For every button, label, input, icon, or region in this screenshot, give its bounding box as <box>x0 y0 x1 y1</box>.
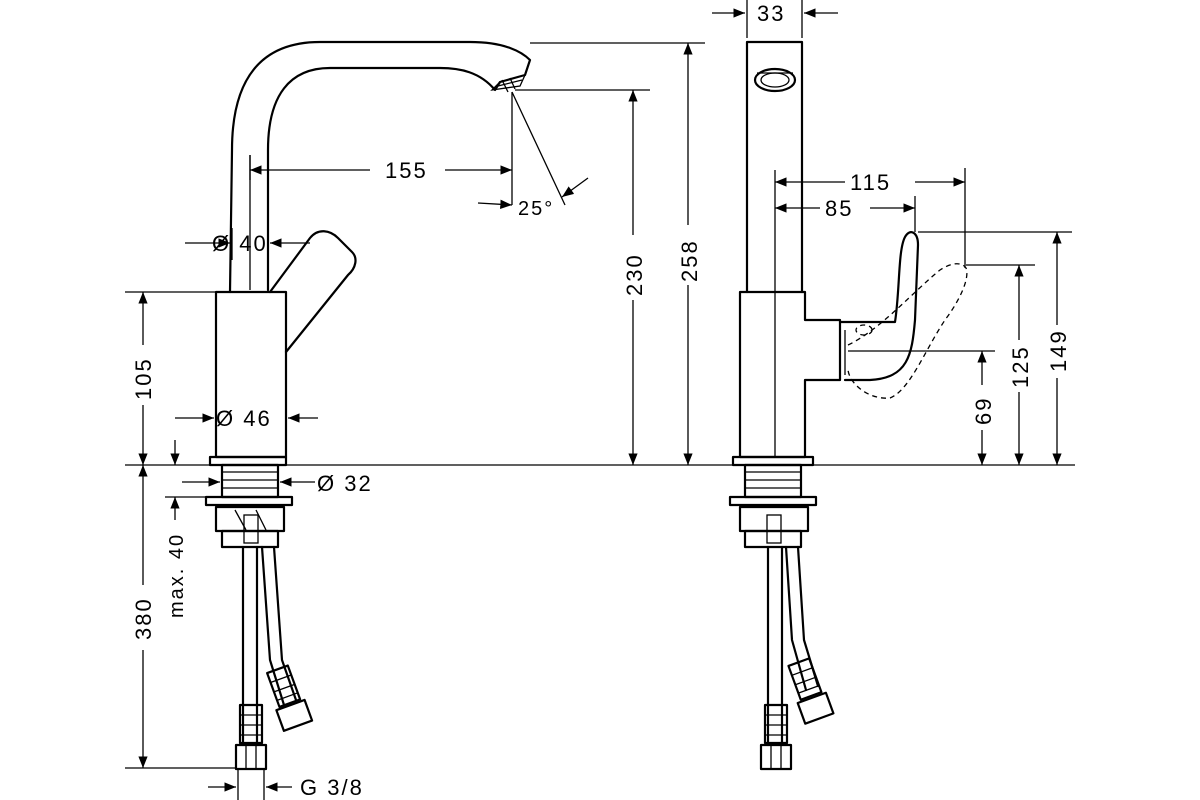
side-aerator <box>753 67 797 93</box>
dim-lever-height-open: 125 <box>1008 345 1033 388</box>
dim-side-width: 33 <box>757 1 785 26</box>
front-base-plate <box>208 455 288 467</box>
side-dimensions: 33 115 85 149 125 69 <box>712 0 1072 465</box>
side-fitting-right <box>787 657 823 701</box>
side-view <box>728 40 968 771</box>
side-body <box>738 290 842 459</box>
front-hose-left <box>241 545 259 747</box>
side-fitting-left <box>763 703 789 745</box>
dim-upper-diameter: Ø 40 <box>212 231 268 256</box>
dim-spout-reach: 155 <box>385 158 428 183</box>
front-body <box>214 290 288 459</box>
front-dimensions: 155 25° Ø 40 Ø 46 Ø 32 105 380 <box>125 42 1075 800</box>
side-nut-right <box>796 691 835 725</box>
dim-total-height: 258 <box>677 239 702 282</box>
dim-lever-pivot: 69 <box>971 397 996 425</box>
front-nut-right <box>275 698 314 732</box>
side-threaded-shank <box>743 463 803 499</box>
dim-lever-reach: 115 <box>850 170 891 195</box>
front-lower-nut <box>220 529 280 549</box>
dim-spray-angle: 25° <box>518 198 554 220</box>
front-nut <box>214 505 286 533</box>
front-fitting-right <box>266 664 302 709</box>
dim-lever-height-total: 149 <box>1046 329 1071 372</box>
front-lever <box>268 230 357 354</box>
side-lever-open <box>847 263 968 399</box>
front-aerator <box>490 73 527 91</box>
front-nut-left <box>234 743 268 771</box>
dim-spout-height: 230 <box>622 253 647 296</box>
dim-thread-diameter: Ø 32 <box>317 471 373 496</box>
side-nut-left <box>759 743 793 771</box>
dim-lever-base: 85 <box>825 196 853 221</box>
dim-max-thickness: max. 40 <box>166 533 188 618</box>
side-lever <box>838 231 920 382</box>
side-base-plate <box>731 455 815 467</box>
front-fitting-left <box>238 703 264 745</box>
side-lower-nut <box>743 529 803 549</box>
front-washer <box>204 495 294 507</box>
front-spout <box>228 40 532 294</box>
side-hose-left <box>766 545 784 747</box>
side-washer <box>728 495 818 507</box>
dim-body-height: 105 <box>131 357 156 400</box>
side-nut <box>738 505 810 533</box>
dim-connection: G 3/8 <box>300 775 364 800</box>
side-spout <box>745 40 804 294</box>
dim-body-diameter: Ø 46 <box>216 406 272 431</box>
front-threaded-shank <box>220 463 280 499</box>
front-hose-right <box>260 545 298 707</box>
dim-hose-length: 380 <box>131 597 156 640</box>
